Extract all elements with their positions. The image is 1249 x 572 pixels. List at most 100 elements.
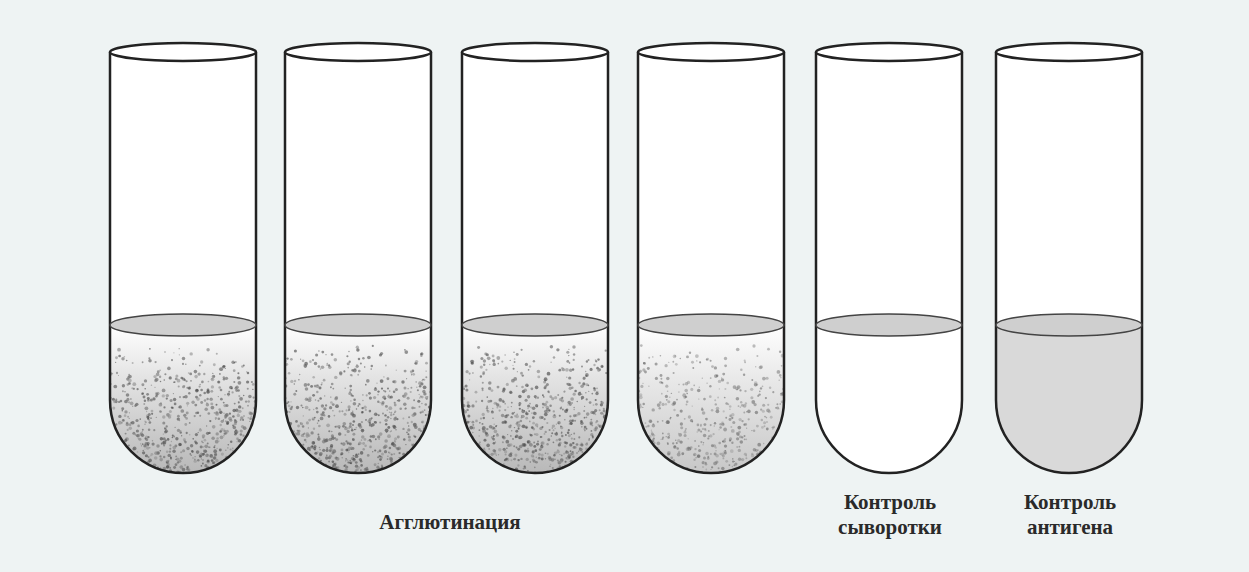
floc-grain [235, 470, 238, 473]
floc-grain [154, 451, 158, 455]
floc-grain [320, 368, 322, 370]
floc-grain [241, 365, 243, 367]
floc-grain [369, 479, 370, 480]
floc-grain [394, 489, 397, 492]
floc-grain [202, 459, 204, 461]
floc-grain [131, 421, 135, 425]
floc-grain [415, 495, 418, 498]
floc-grain [113, 453, 115, 455]
floc-grain [308, 434, 311, 437]
floc-grain [424, 482, 425, 483]
floc-grain [229, 413, 231, 415]
floc-grain [144, 379, 147, 382]
floc-grain [384, 491, 386, 493]
floc-grain [210, 402, 213, 405]
floc-grain [238, 381, 242, 385]
floc-grain [393, 453, 395, 455]
floc-grain [217, 488, 220, 491]
floc-grain [130, 486, 131, 487]
floc-grain [326, 364, 328, 366]
floc-grain [363, 438, 366, 441]
floc-grain [216, 437, 219, 440]
floc-grain [247, 493, 249, 495]
floc-grain [235, 430, 238, 433]
floc-grain [372, 486, 376, 490]
floc-grain [397, 446, 401, 450]
floc-grain [224, 468, 227, 471]
floc-grain [350, 493, 352, 495]
floc-grain [315, 354, 318, 357]
floc-grain [238, 405, 241, 408]
floc-grain [412, 370, 415, 373]
floc-grain [182, 485, 183, 486]
floc-grain [397, 486, 398, 487]
floc-grain [202, 463, 204, 465]
floc-grain [403, 438, 406, 441]
floc-grain [351, 427, 353, 429]
floc-grain [316, 407, 318, 409]
floc-grain [231, 361, 234, 364]
floc-grain [235, 456, 237, 458]
floc-grain [146, 496, 150, 500]
floc-grain [305, 398, 308, 401]
floc-grain [365, 409, 367, 411]
floc-grain [173, 466, 176, 469]
floc-grain [124, 356, 126, 358]
floc-grain [115, 491, 118, 494]
floc-grain [254, 449, 256, 451]
floc-grain [299, 374, 301, 376]
floc-grain [423, 385, 427, 389]
floc-grain [304, 497, 307, 500]
floc-grain [426, 437, 429, 440]
floc-grain [128, 489, 130, 491]
floc-grain [209, 398, 213, 402]
floc-grain [317, 400, 319, 402]
floc-grain [377, 451, 379, 453]
floc-grain [313, 493, 317, 497]
floc-grain [118, 375, 119, 376]
floc-grain [184, 395, 188, 399]
floc-grain [328, 430, 330, 432]
floc-grain [145, 406, 149, 410]
floc-grain [186, 447, 189, 450]
floc-grain [358, 493, 360, 495]
floc-grain [285, 473, 288, 476]
floc-grain [159, 410, 161, 412]
floc-grain [312, 359, 314, 361]
floc-grain [167, 438, 170, 441]
floc-grain [394, 440, 396, 442]
floc-grain [181, 494, 182, 495]
floc-grain [308, 485, 309, 486]
floc-grain [226, 430, 229, 433]
floc-grain [344, 492, 345, 493]
floc-grain [289, 445, 292, 448]
floc-grain [128, 374, 130, 376]
floc-grain [219, 496, 222, 499]
floc-grain [331, 449, 333, 451]
floc-grain [117, 439, 119, 441]
floc-grain [138, 438, 141, 441]
floc-grain [414, 362, 416, 364]
floc-grain [422, 452, 423, 453]
floc-grain [382, 395, 386, 399]
floc-grain [424, 482, 426, 484]
floc-grain [334, 358, 338, 362]
floc-grain [422, 442, 424, 444]
floc-grain [285, 454, 288, 457]
floc-grain [204, 489, 207, 492]
floc-grain [201, 465, 203, 467]
tube-rim [110, 43, 256, 61]
floc-grain [396, 370, 397, 371]
floc-grain [419, 458, 421, 460]
floc-grain [248, 395, 252, 399]
floc-grain [220, 468, 223, 471]
floc-grain [369, 423, 372, 426]
floc-grain [216, 490, 218, 492]
floc-grain [359, 404, 361, 406]
floc-grain [345, 449, 348, 452]
floc-grain [372, 499, 373, 500]
floc-grain [350, 389, 352, 391]
floc-grain [395, 485, 398, 488]
floc-grain [132, 362, 134, 364]
floc-grain [287, 476, 291, 480]
